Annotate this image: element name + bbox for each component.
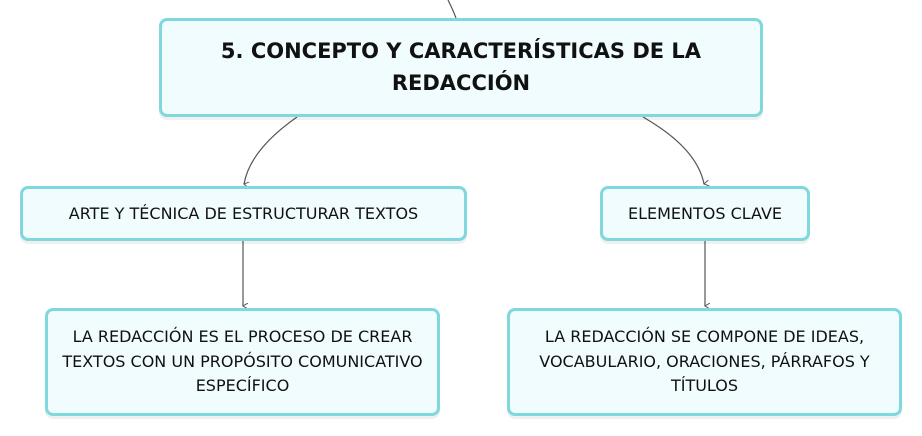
connector-root-to-right-branch [642,116,704,184]
detail-node-componentes[interactable]: LA REDACCIÓN SE COMPONE DE IDEAS, VOCABU… [507,308,902,416]
root-topic-label: 5. CONCEPTO Y CARACTERÍSTICAS DE LA REDA… [220,39,702,95]
connector-parent-to-root [447,0,457,19]
detail-label-componentes: LA REDACCIÓN SE COMPONE DE IDEAS, VOCABU… [539,326,870,396]
branch-node-elementos-clave[interactable]: ELEMENTOS CLAVE [600,186,810,241]
detail-node-proceso[interactable]: LA REDACCIÓN ES EL PROCESO DE CREAR TEXT… [45,308,440,416]
root-topic-node[interactable]: 5. CONCEPTO Y CARACTERÍSTICAS DE LA REDA… [159,18,763,117]
branch-label-arte-tecnica: ARTE Y TÉCNICA DE ESTRUCTURAR TEXTOS [68,204,419,223]
connector-root-to-left-branch [244,116,298,184]
branch-node-arte-tecnica[interactable]: ARTE Y TÉCNICA DE ESTRUCTURAR TEXTOS [20,186,467,241]
branch-label-elementos-clave: ELEMENTOS CLAVE [627,204,783,223]
detail-label-proceso: LA REDACCIÓN ES EL PROCESO DE CREAR TEXT… [62,326,423,396]
